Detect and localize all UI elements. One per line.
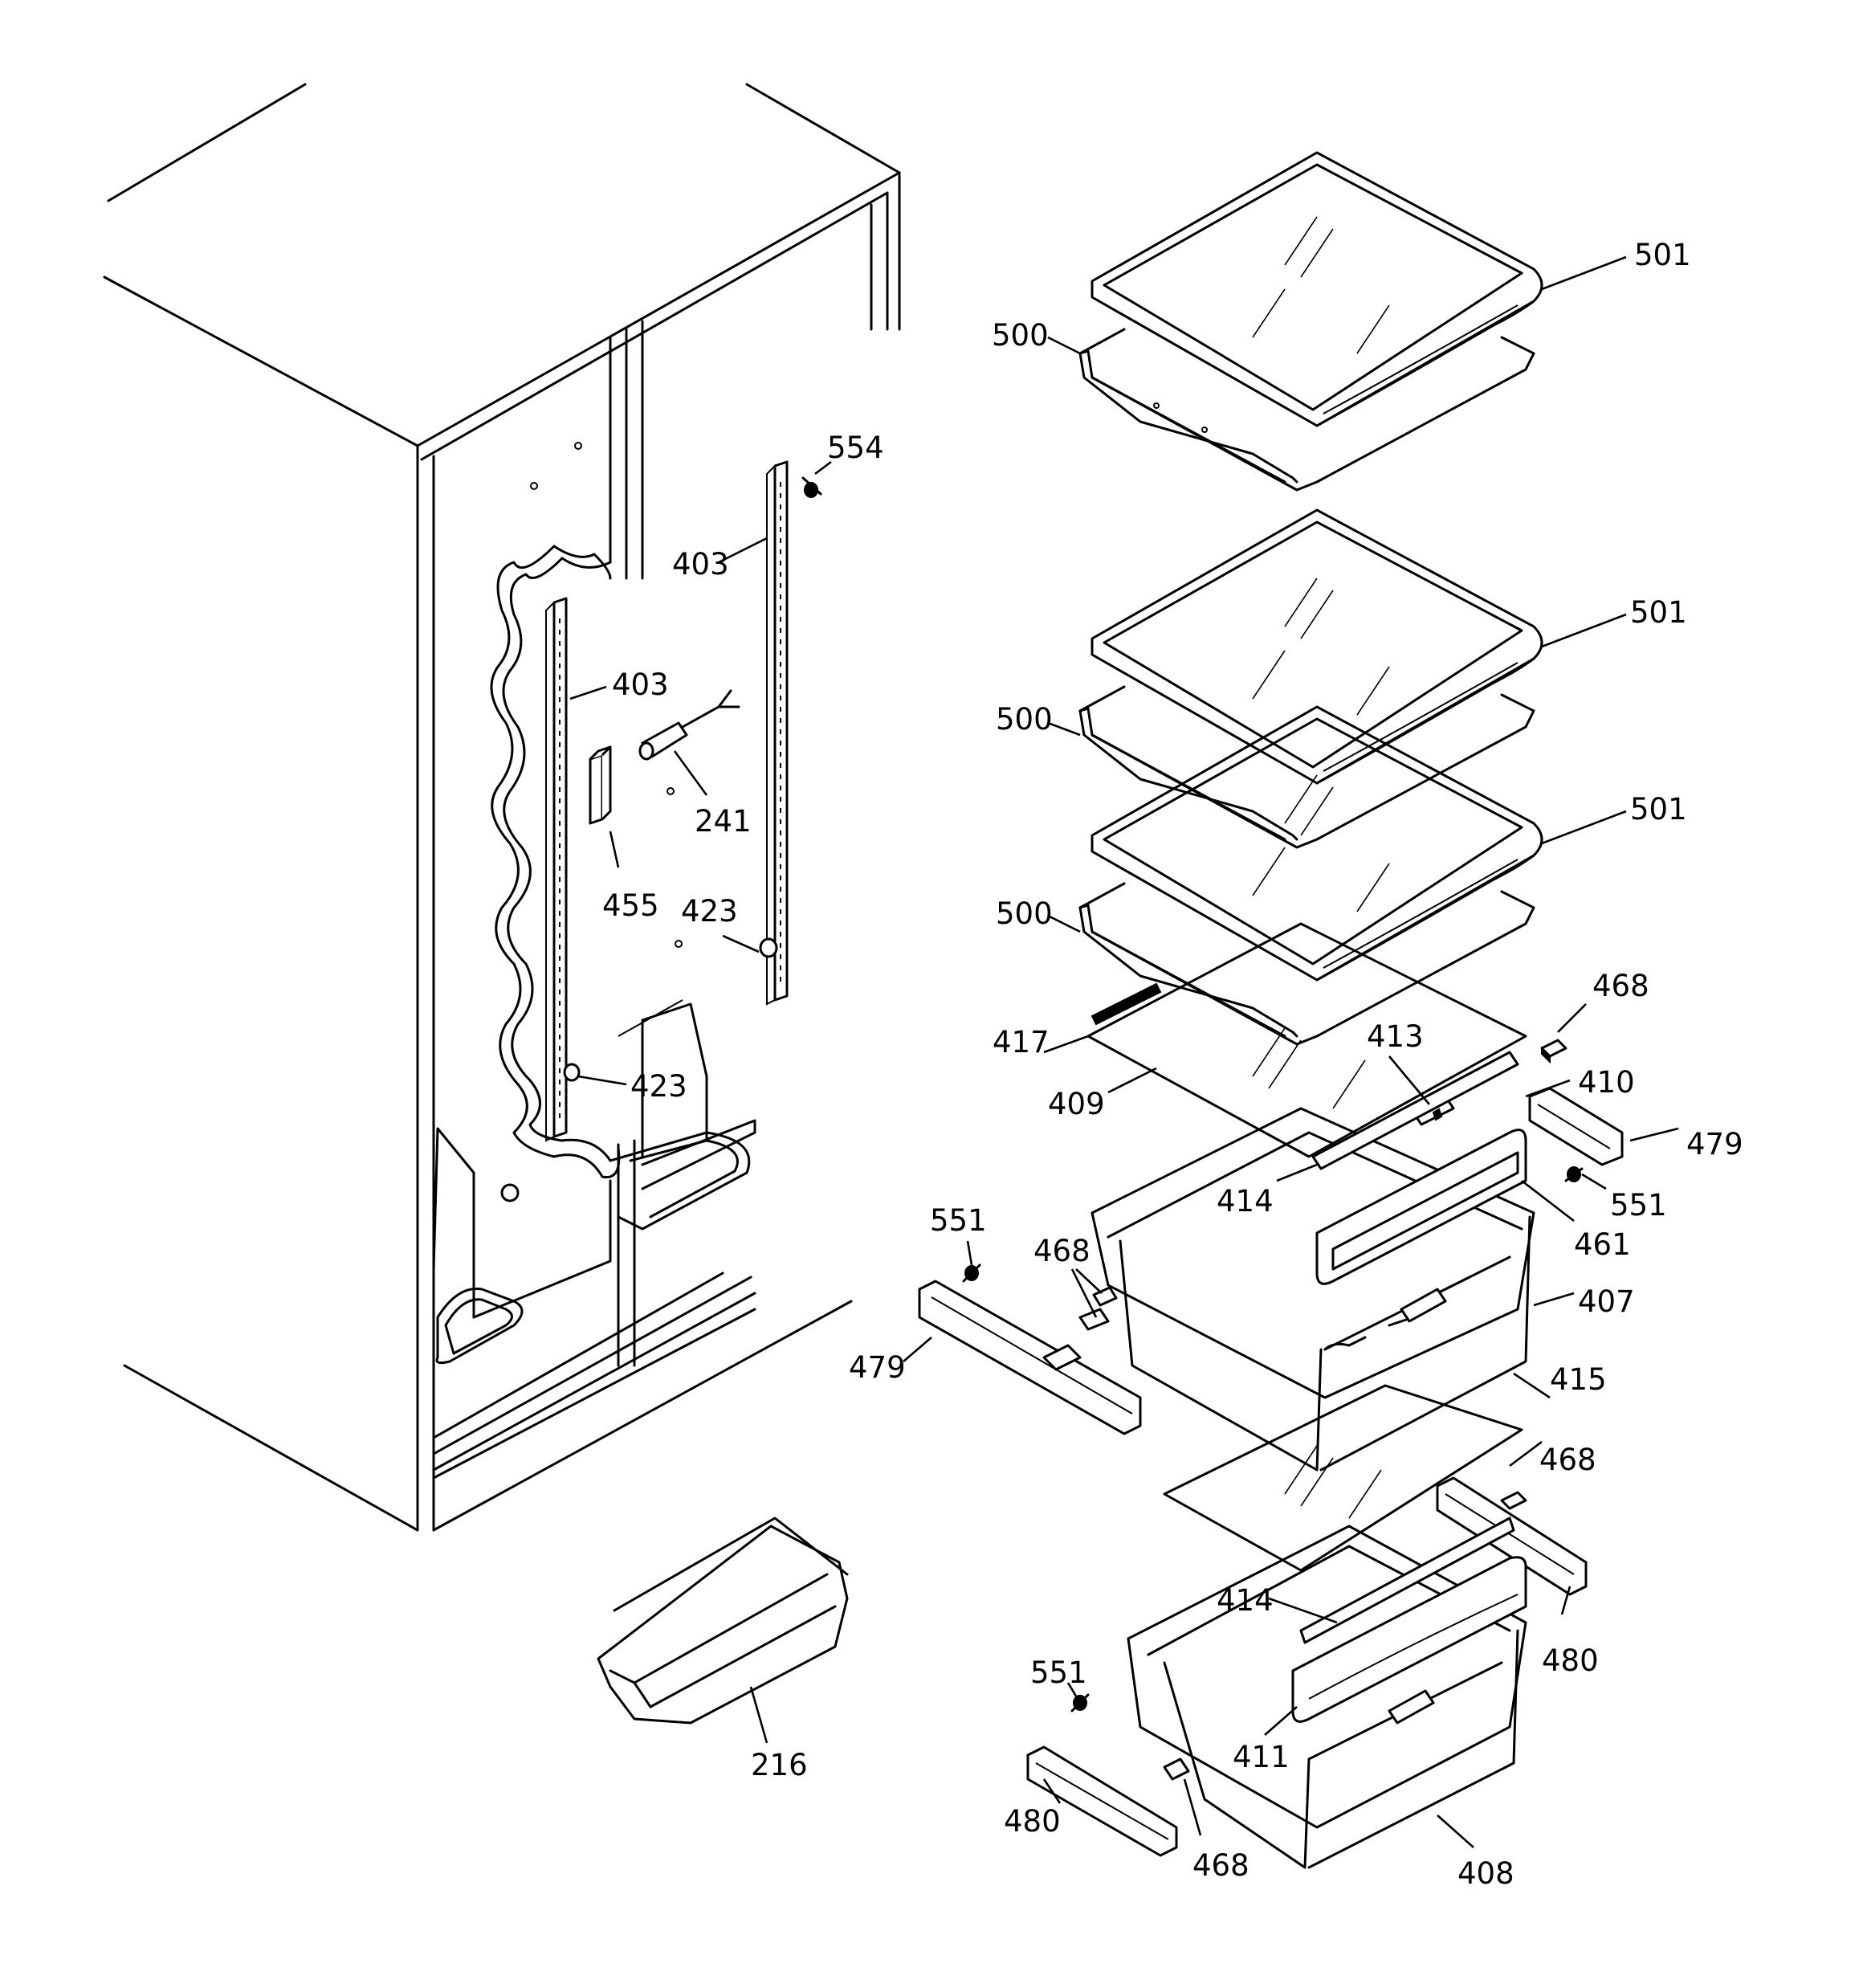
callout-500-lower: 500 [996,896,1053,931]
stop-468-bottom-left [1163,1757,1190,1781]
callout-551-upper-right: 551 [1610,1188,1667,1223]
callout-554: 554 [827,431,884,465]
shelf-501-lower [1090,705,1543,982]
callout-455: 455 [602,888,659,923]
callout-501-top: 501 [1634,238,1691,272]
callout-216: 216 [751,1748,808,1782]
shelf-501-top [1090,151,1543,427]
shelf-bracket-500-middle [1078,685,1535,849]
shelf-rail-403-left [545,597,568,1142]
callout-501-middle: 501 [1630,595,1687,630]
callout-480-bottom: 480 [1004,1804,1061,1839]
bracket-455 [589,745,612,825]
slide-479-upper-right [1528,1087,1624,1166]
callout-409: 409 [1048,1087,1105,1121]
callout-labels: 501 500 554 403 501 500 403 241 501 500 … [602,238,1743,1891]
callout-407: 407 [1578,1284,1635,1319]
callout-423-lower: 423 [630,1069,687,1104]
callout-468-middle: 468 [1033,1234,1090,1268]
thermistor-241 [638,689,740,761]
callout-500-middle: 500 [996,702,1053,737]
callout-414-lower: 414 [1217,1583,1274,1618]
callout-500-top: 500 [992,318,1049,353]
screw-551-upper-right [1564,1166,1584,1182]
callout-241: 241 [695,804,752,839]
glass-cover-415 [1163,1384,1523,1572]
callout-501-lower: 501 [1630,792,1687,827]
callout-414-upper: 414 [1217,1184,1274,1219]
callout-468-bottom: 468 [1192,1848,1249,1883]
handle-461 [1331,1151,1519,1271]
callout-413: 413 [1367,1019,1424,1054]
bin-216 [597,1517,849,1725]
rod-417 [1090,982,1162,1026]
callout-468-lower-right: 468 [1539,1443,1596,1477]
slide-480-right [1436,1476,1588,1596]
callout-479-left: 479 [849,1350,906,1385]
screw-554 [801,476,822,498]
slide-480-bottom-left [1026,1745,1178,1857]
callout-480-right: 480 [1542,1643,1599,1678]
cutaway-outline [490,545,621,1179]
rod-414-lower [1299,1517,1515,1644]
crisper-cover-411 [1291,1556,1527,1723]
cabinet [103,83,901,1532]
rod-414-upper [1311,1051,1519,1170]
callout-423-upper: 423 [681,894,738,929]
pin-423-lower [563,1063,581,1082]
callout-461: 461 [1574,1227,1631,1262]
shelf-bracket-500-lower [1078,882,1535,1046]
callout-417: 417 [993,1025,1050,1059]
callout-410: 410 [1578,1065,1635,1100]
shelf-501-middle [1090,508,1543,785]
callout-403-left: 403 [612,667,669,702]
leader-lines [569,255,1679,1848]
crisper-drawer-408 [1127,1525,1527,1869]
callout-411: 411 [1233,1740,1290,1774]
stop-468-upper-right [1540,1039,1567,1064]
callout-415: 415 [1550,1362,1607,1397]
shelf-bracket-500-top [1078,328,1535,492]
callout-468-upper-right: 468 [1592,969,1649,1003]
callout-403-right: 403 [672,547,729,582]
pin-423-upper [759,937,778,958]
callout-551-bottom: 551 [1030,1655,1087,1690]
callout-479-upper-right: 479 [1686,1127,1743,1161]
callout-408: 408 [1457,1856,1514,1891]
glass-cover-409 [1086,922,1527,1158]
shelf-rail-403-right [766,460,789,1006]
slide-479-left [918,1280,1142,1435]
callout-551-left: 551 [930,1203,987,1238]
screw-551-left [962,1263,981,1283]
stop-468-lower-right [1500,1491,1527,1510]
